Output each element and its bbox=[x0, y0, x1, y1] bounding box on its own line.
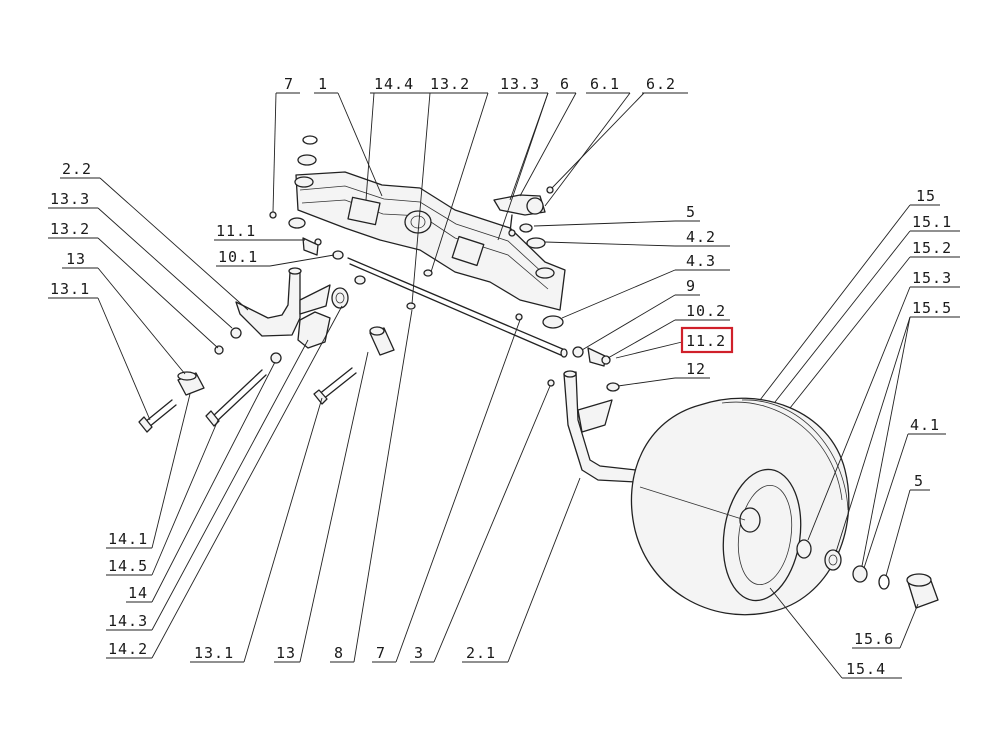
label-13-bottom: 13 bbox=[276, 644, 296, 662]
label-13-3-top: 13.3 bbox=[500, 75, 540, 93]
label-13-left: 13 bbox=[66, 250, 86, 268]
label-9: 9 bbox=[686, 277, 696, 295]
label-14-5: 14.5 bbox=[108, 557, 148, 575]
steering-arm bbox=[493, 186, 554, 249]
left-bolts bbox=[138, 327, 282, 433]
label-3: 3 bbox=[414, 644, 424, 662]
label-2-2: 2.2 bbox=[62, 160, 92, 178]
label-5-right: 5 bbox=[686, 203, 696, 221]
label-1: 1 bbox=[318, 75, 328, 93]
label-15-2: 15.2 bbox=[912, 239, 952, 257]
label-11-2: 11.2 bbox=[686, 332, 726, 350]
part-labels: 7 1 14.4 13.2 13.3 6 6.1 6.2 2.2 13.3 13… bbox=[50, 75, 952, 678]
label-10-1: 10.1 bbox=[218, 248, 258, 266]
label-4-2: 4.2 bbox=[686, 228, 716, 246]
right-spindle bbox=[547, 370, 637, 483]
label-15-6: 15.6 bbox=[854, 630, 894, 648]
label-13-1-bottom: 13.1 bbox=[194, 644, 234, 662]
highlight-box-11-2 bbox=[680, 326, 734, 354]
label-6-1: 6.1 bbox=[590, 75, 620, 93]
label-14-4: 14.4 bbox=[374, 75, 414, 93]
label-13-1-left: 13.1 bbox=[50, 280, 90, 298]
label-12: 12 bbox=[686, 360, 706, 378]
label-15-3: 15.3 bbox=[912, 269, 952, 287]
label-4-1: 4.1 bbox=[910, 416, 940, 434]
label-6-2: 6.2 bbox=[646, 75, 676, 93]
label-14-3: 14.3 bbox=[108, 612, 148, 630]
label-13-3-left: 13.3 bbox=[50, 190, 90, 208]
label-10-2: 10.2 bbox=[686, 302, 726, 320]
label-13-2-left: 13.2 bbox=[50, 220, 90, 238]
right-tie-rod-hardware bbox=[542, 315, 620, 392]
tie-rod bbox=[347, 257, 568, 358]
label-5-lower: 5 bbox=[914, 472, 924, 490]
label-8: 8 bbox=[334, 644, 344, 662]
axle-beam bbox=[294, 171, 566, 311]
label-14-2: 14.2 bbox=[108, 640, 148, 658]
label-2-1: 2.1 bbox=[466, 644, 496, 662]
wheel-assembly bbox=[630, 397, 939, 616]
label-4-3: 4.3 bbox=[686, 252, 716, 270]
label-6: 6 bbox=[560, 75, 570, 93]
leader-lines bbox=[48, 92, 960, 679]
label-13-2-top: 13.2 bbox=[430, 75, 470, 93]
label-15: 15 bbox=[916, 187, 936, 205]
center-spacers bbox=[313, 269, 523, 405]
label-14-1: 14.1 bbox=[108, 530, 148, 548]
label-15-1: 15.1 bbox=[912, 213, 952, 231]
label-15-5: 15.5 bbox=[912, 299, 952, 317]
label-11-1: 11.1 bbox=[216, 222, 256, 240]
label-14: 14 bbox=[128, 584, 148, 602]
label-7-bottom: 7 bbox=[376, 644, 386, 662]
label-7-top: 7 bbox=[284, 75, 294, 93]
left-spindle bbox=[235, 237, 344, 337]
left-bushings bbox=[297, 275, 366, 349]
label-15-4: 15.4 bbox=[846, 660, 886, 678]
